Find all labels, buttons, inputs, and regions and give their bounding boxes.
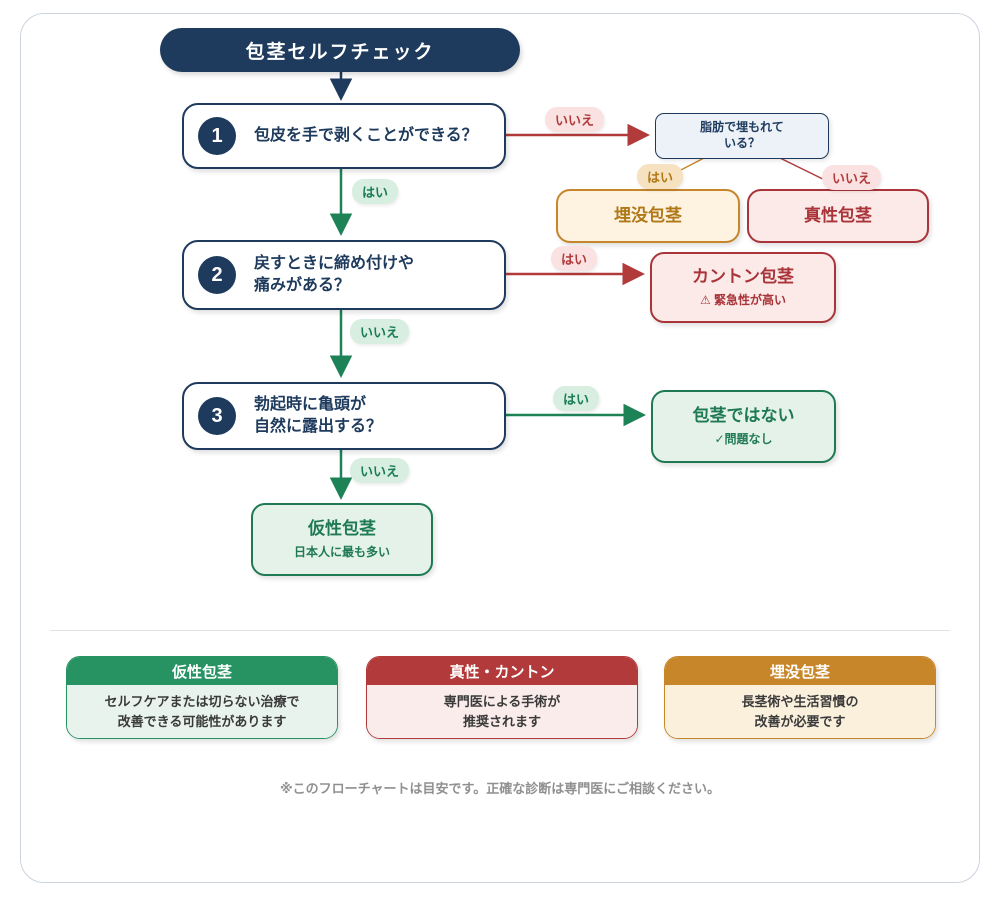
edge-label-q3-yes: はい: [553, 386, 600, 411]
question-2-number-badge: 2: [198, 256, 236, 294]
legend-card-kasei-title: 仮性包茎: [67, 657, 337, 685]
question-3-box: 3 勃起時に亀頭が 自然に露出する？: [182, 382, 506, 450]
legend-card-kasei-line1: セルフケアまたは切らない治療で: [104, 694, 300, 709]
question-1-number-badge: 1: [198, 117, 236, 155]
question-2-text: 戻すときに締め付けや 痛みがある？: [254, 253, 414, 296]
legend-card-kasei-line2: 改善できる可能性があります: [117, 713, 287, 729]
legend-card-shinsei-kanton: 真性・カントン 専門医による手術が 推奨されます: [366, 656, 638, 739]
question-1-line1: 包皮を手で剥くことができる？: [254, 127, 478, 145]
outcome-maibotsu-box: 埋没包茎: [556, 189, 740, 243]
outcome-kanton-box: カントン包茎 ⚠ 緊急性が高い: [650, 252, 836, 323]
question-2-box: 2 戻すときに締め付けや 痛みがある？: [182, 240, 506, 310]
question-1-text: 包皮を手で剥くことができる？: [254, 125, 478, 147]
fat-subquestion-line1: 脂肪で埋もれて: [700, 120, 784, 135]
legend-card-kasei-body: セルフケアまたは切らない治療で 改善できる可能性があります: [67, 685, 337, 738]
question-1-box: 1 包皮を手で剥くことができる？: [182, 103, 506, 169]
outcome-kasei-title: 仮性包茎: [308, 518, 376, 538]
edge-label-q1-yes: はい: [352, 179, 399, 204]
outcome-kanton-subtitle: ⚠ 緊急性が高い: [699, 293, 787, 308]
page-title-label: 包茎セルフチェック: [245, 41, 435, 63]
edge-label-q2-no: いいえ: [350, 319, 410, 344]
edge-label-q2-yes: はい: [551, 246, 598, 271]
fat-subquestion-box: 脂肪で埋もれて いる？: [655, 113, 829, 159]
legend-card-maibotsu-line1: 長茎術や生活習慣の: [741, 694, 859, 709]
legend-card-shinsei-kanton-line1: 専門医による手術が: [443, 694, 561, 709]
legend-card-maibotsu-body: 長茎術や生活習慣の 改善が必要です: [665, 685, 935, 738]
legend-card-kasei: 仮性包茎 セルフケアまたは切らない治療で 改善できる可能性があります: [66, 656, 338, 739]
legend-card-shinsei-kanton-title: 真性・カントン: [367, 657, 637, 685]
legend-card-maibotsu: 埋没包茎 長茎術や生活習慣の 改善が必要です: [664, 656, 936, 739]
question-3-line1: 勃起時に亀頭が: [254, 396, 367, 414]
edge-label-q1-no: いいえ: [545, 107, 605, 132]
edge-label-fat-yes: はい: [637, 164, 684, 189]
legend-divider: [50, 630, 950, 631]
page-title: 包茎セルフチェック: [160, 28, 520, 72]
outcome-kasei-box: 仮性包茎 日本人に最も多い: [251, 503, 433, 576]
edge-label-fat-no: いいえ: [822, 165, 882, 190]
question-2-line2: 痛みがある？: [254, 277, 351, 294]
outcome-kanton-title: カントン包茎: [692, 266, 794, 286]
outcome-kasei-subtitle: 日本人に最も多い: [293, 545, 390, 560]
edge-label-q3-no: いいえ: [350, 458, 410, 483]
question-3-line2: 自然に露出する？: [254, 418, 383, 435]
outcome-not-phimosis-subtitle: ✓問題なし: [714, 432, 773, 447]
question-2-line1: 戻すときに締め付けや: [254, 255, 415, 273]
footer-disclaimer: ※このフローチャートは目安です。正確な診断は専門医にご相談ください。: [280, 781, 720, 796]
legend-card-shinsei-kanton-body: 専門医による手術が 推奨されます: [367, 685, 637, 738]
outcome-shinsei-title: 真性包茎: [804, 205, 872, 225]
outcome-shinsei-box: 真性包茎: [747, 189, 929, 243]
fat-subquestion-line2: いる？: [723, 136, 760, 150]
outcome-not-phimosis-box: 包茎ではない ✓問題なし: [651, 390, 836, 463]
legend-card-shinsei-kanton-line2: 推奨されます: [462, 713, 541, 729]
question-3-text: 勃起時に亀頭が 自然に露出する？: [254, 394, 382, 437]
outcome-maibotsu-title: 埋没包茎: [614, 205, 682, 225]
question-3-number-badge: 3: [198, 397, 236, 435]
outcome-not-phimosis-title: 包茎ではない: [692, 405, 795, 425]
legend-card-maibotsu-line2: 改善が必要です: [754, 713, 846, 729]
legend-card-maibotsu-title: 埋没包茎: [665, 657, 935, 685]
